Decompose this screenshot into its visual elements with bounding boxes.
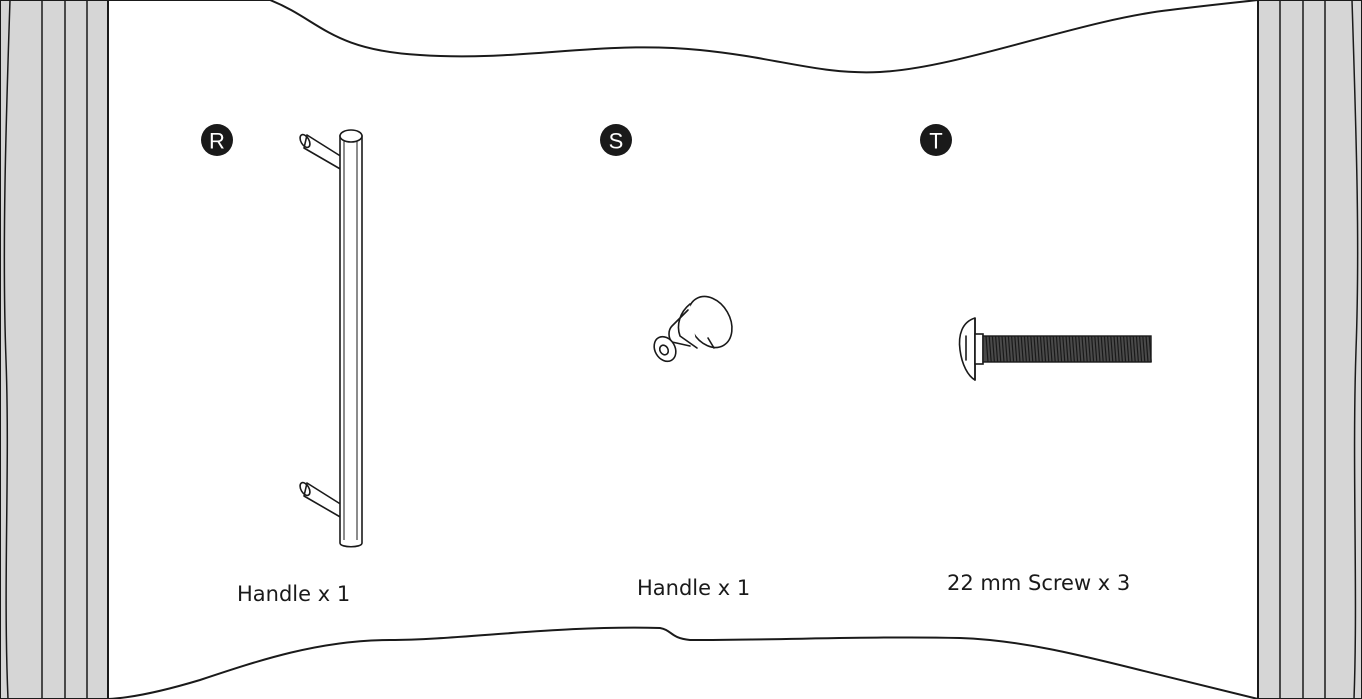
knob-handle-icon — [653, 295, 733, 363]
left-seal-strip — [0, 0, 109, 699]
part-r-caption: Handle x 1 — [237, 582, 350, 606]
part-letter: S — [609, 129, 624, 154]
part-t-badge: T — [920, 124, 952, 156]
bar-handle-icon — [299, 129, 363, 548]
part-r-badge: R — [201, 124, 233, 156]
bag-outline — [107, 0, 1259, 699]
part-t-caption: 22 mm Screw x 3 — [947, 571, 1130, 595]
part-s-badge: S — [600, 124, 632, 156]
part-letter: T — [929, 129, 942, 154]
right-seal-strip — [1257, 0, 1362, 699]
part-letter: R — [209, 129, 225, 154]
part-s-caption: Handle x 1 — [637, 576, 750, 600]
screw-icon — [958, 317, 1152, 381]
